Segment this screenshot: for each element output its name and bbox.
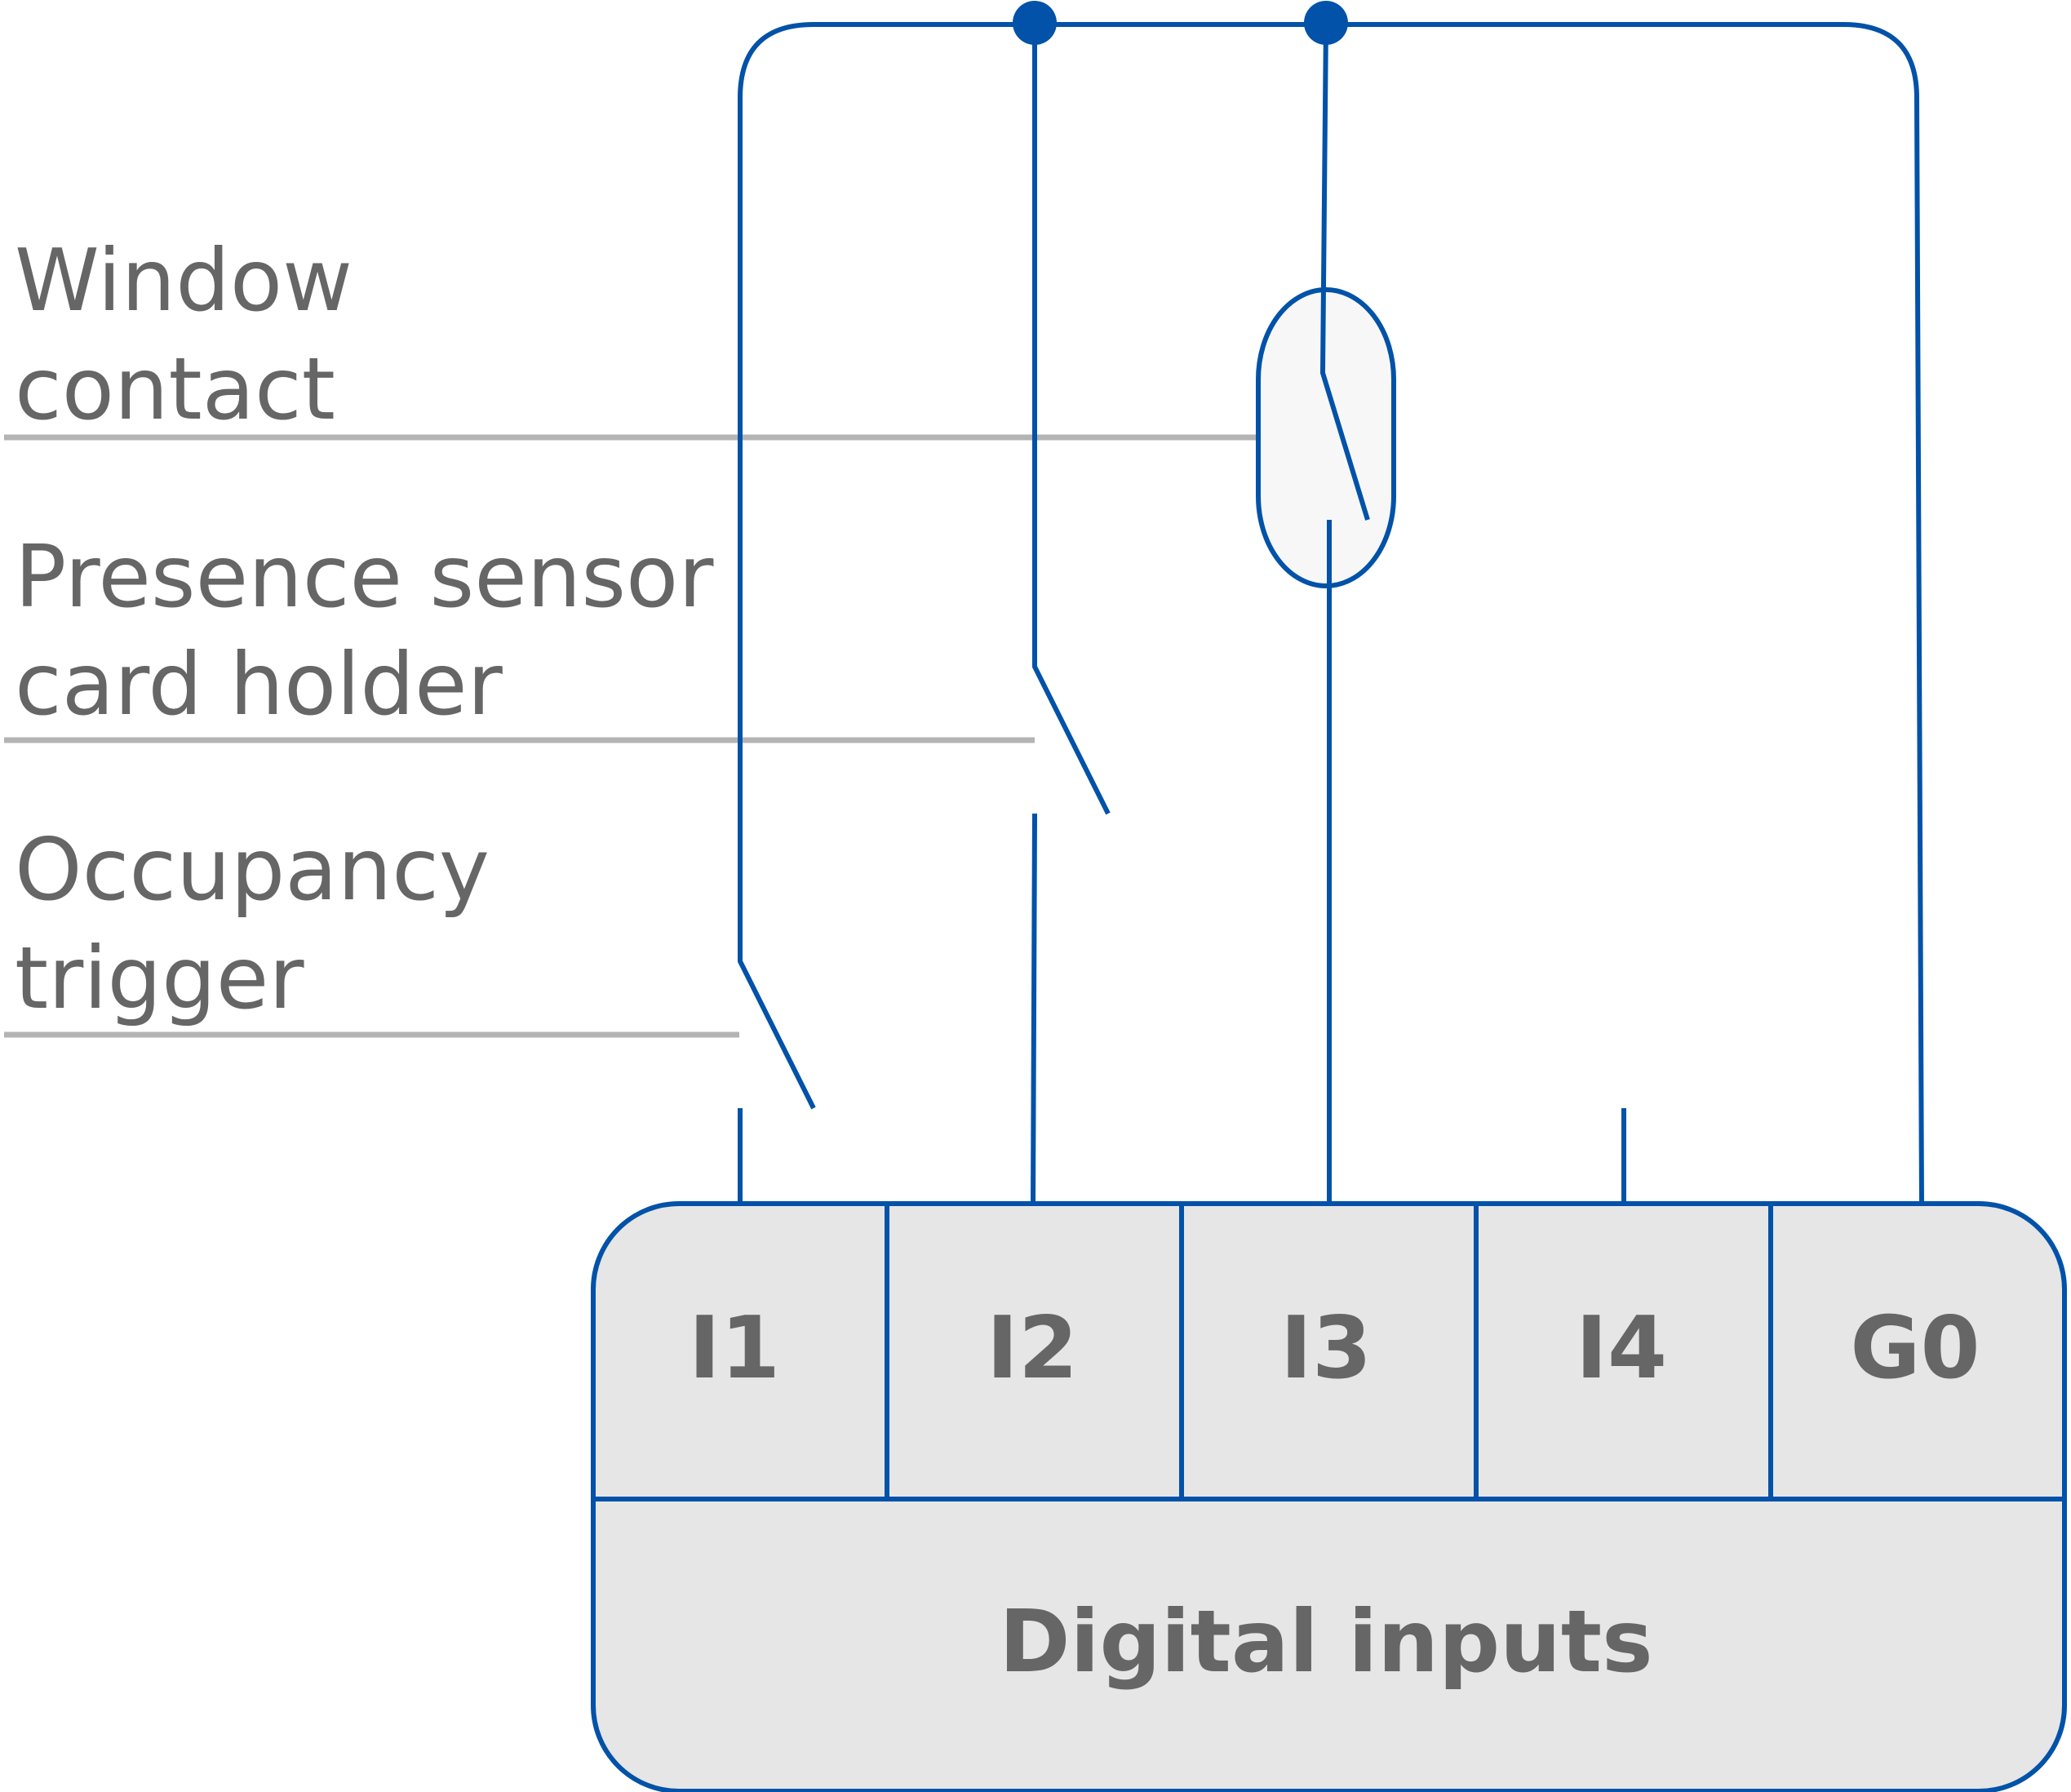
terminal-g0: G0 xyxy=(1850,1298,1980,1398)
reed-capsule xyxy=(1256,287,1396,588)
terminal-i3: I3 xyxy=(1280,1298,1372,1398)
window-contact-label: Window contact xyxy=(15,231,379,439)
presence-switch-lower-wire xyxy=(1031,813,1037,1204)
presence-sensor-label: Presence sensor card holder xyxy=(15,527,741,734)
reed-upper-wire xyxy=(1320,22,1370,521)
presence-sensor-line-1: Presence sensor xyxy=(15,527,714,627)
presence-sensor-switch xyxy=(1031,23,1111,1204)
digital-inputs-module: I1 I2 I3 I4 G0 Digital inputs xyxy=(591,1201,2067,1792)
window-contact-line-1: Window xyxy=(15,231,353,330)
presence-sensor-line-2: card holder xyxy=(15,635,503,734)
occupancy-trigger-switch xyxy=(738,889,816,1204)
occupancy-switch-upper-wire xyxy=(738,889,816,1110)
module-title: Digital inputs xyxy=(999,1592,1652,1692)
occupancy-trigger-label: Occupancy trigger xyxy=(15,820,517,1028)
presence-switch-upper-wire xyxy=(1032,23,1111,815)
window-contact-reed-switch xyxy=(1256,22,1396,1204)
terminal-i1: I1 xyxy=(689,1298,780,1398)
occupancy-trigger-line-1: Occupancy xyxy=(15,820,490,920)
terminal-i2: I2 xyxy=(987,1298,1078,1398)
window-contact-line-2: contact xyxy=(15,339,335,439)
occupancy-trigger-line-2: trigger xyxy=(15,929,304,1028)
terminal-i4: I4 xyxy=(1576,1298,1667,1398)
